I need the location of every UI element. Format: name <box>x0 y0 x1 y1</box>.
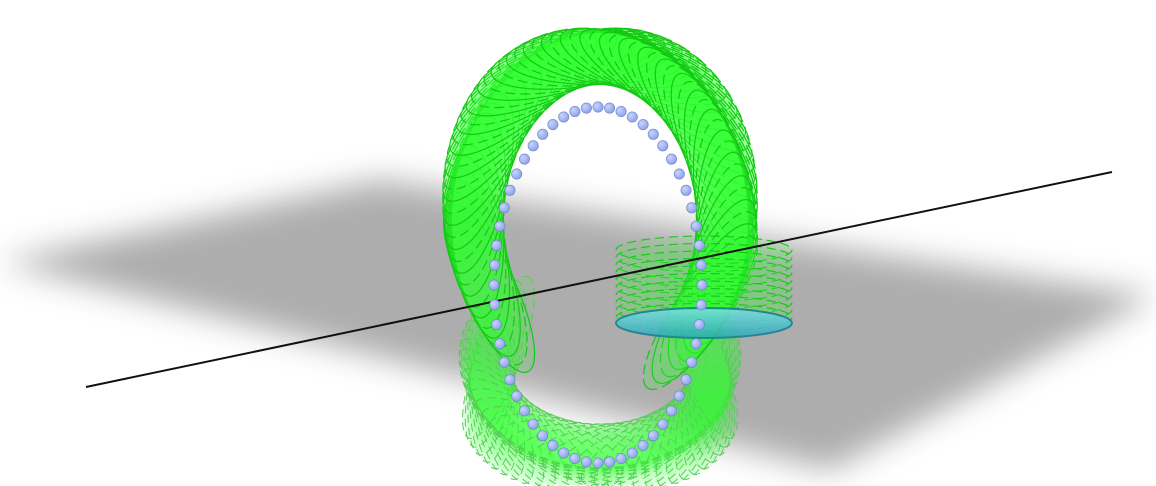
coil-ring <box>445 84 521 262</box>
chain-sphere <box>580 102 592 114</box>
chain-sphere <box>518 405 530 417</box>
coil-ring <box>442 60 543 226</box>
chain-sphere <box>657 418 669 430</box>
chain-sphere <box>637 119 649 131</box>
sphere-chain <box>488 101 708 469</box>
chain-sphere <box>580 456 592 468</box>
coil-reflection-ring <box>619 358 741 486</box>
chain-sphere <box>498 202 510 214</box>
chain-sphere <box>494 220 506 232</box>
chain-sphere <box>615 452 627 464</box>
chain-sphere <box>547 119 559 131</box>
chain-sphere <box>626 447 638 459</box>
chain-sphere <box>489 299 501 311</box>
chain-sphere <box>604 456 616 468</box>
chain-sphere <box>665 153 677 165</box>
chain-sphere <box>491 319 503 331</box>
chain-sphere <box>680 184 692 196</box>
chain-sphere <box>592 457 604 469</box>
chain-sphere <box>693 239 705 251</box>
chain-sphere <box>690 338 702 350</box>
chain-sphere <box>491 239 503 251</box>
chain-sphere <box>673 390 685 402</box>
chain-sphere <box>489 259 501 271</box>
chain-sphere <box>615 106 627 118</box>
chain-sphere <box>626 111 638 123</box>
chain-sphere <box>592 101 604 113</box>
coil-reflection-ring <box>461 368 594 486</box>
chain-sphere <box>647 128 659 140</box>
chain-sphere <box>504 374 516 386</box>
chain-sphere <box>488 279 500 291</box>
chain-sphere <box>686 356 698 368</box>
chain-sphere <box>657 140 669 152</box>
chain-sphere <box>686 202 698 214</box>
chain-sphere <box>527 140 539 152</box>
chain-sphere <box>558 447 570 459</box>
chain-sphere <box>558 111 570 123</box>
coil-reflection-ring <box>464 279 527 448</box>
chain-sphere <box>604 102 616 114</box>
chain-sphere <box>690 220 702 232</box>
chain-sphere <box>527 418 539 430</box>
chain-sphere <box>494 338 506 350</box>
chain-sphere <box>547 439 559 451</box>
chain-sphere <box>569 106 581 118</box>
chain-sphere <box>695 299 707 311</box>
chain-sphere <box>693 319 705 331</box>
chain-sphere <box>537 128 549 140</box>
chain-sphere <box>695 259 707 271</box>
chain-sphere <box>498 356 510 368</box>
coil-reflection-ring <box>644 338 742 486</box>
chain-sphere <box>511 168 523 180</box>
coil-ring <box>443 67 535 239</box>
ground-plane <box>0 180 1156 470</box>
chain-sphere <box>680 374 692 386</box>
chain-sphere <box>504 184 516 196</box>
chain-sphere <box>518 153 530 165</box>
chain-sphere <box>647 430 659 442</box>
chain-sphere <box>696 279 708 291</box>
chain-sphere <box>511 390 523 402</box>
chain-sphere <box>665 405 677 417</box>
chain-sphere <box>537 430 549 442</box>
chain-sphere <box>673 168 685 180</box>
coil-reflection-ring <box>459 358 581 486</box>
axis-line <box>85 171 1113 388</box>
coil-ring <box>448 102 510 286</box>
chain-sphere <box>637 439 649 451</box>
slinky-coils <box>442 27 793 391</box>
chain-sphere <box>569 452 581 464</box>
coil-reflection-ring <box>606 368 739 486</box>
